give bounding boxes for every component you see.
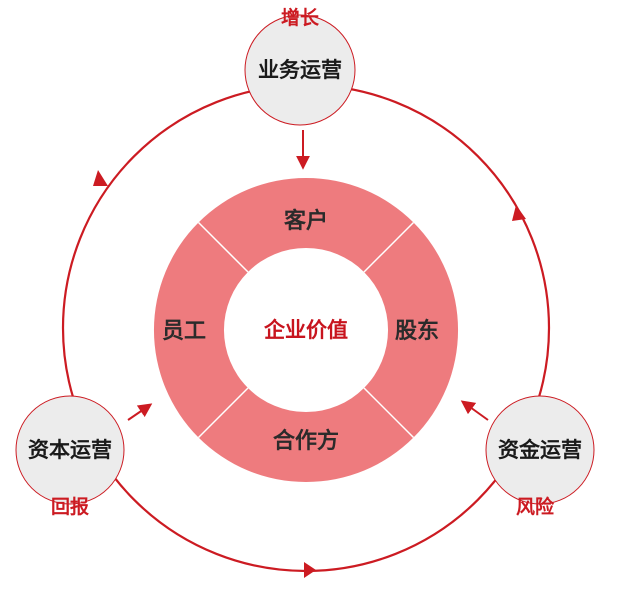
tag-return: 回报: [51, 495, 89, 518]
segment-label-shareholder: 股东: [395, 318, 439, 344]
ring-dividers: [197, 221, 415, 439]
node-fund-ops: [485, 395, 595, 505]
center-label: 企业价值: [263, 318, 348, 342]
cycle-arrow-right-icon: [512, 205, 526, 221]
arrow-fund-to-ring: [460, 400, 489, 421]
arrow-capital-to-ring: [127, 403, 153, 421]
node-business-ops-label: 业务运营: [258, 58, 342, 82]
cycle-arrow-left-icon: [93, 170, 108, 186]
center-disk: [226, 250, 386, 410]
node-capital-ops-label: 资本运营: [28, 438, 112, 462]
ring-segment-bottom: [198, 388, 414, 483]
node-business-ops: [244, 14, 356, 126]
segment-label-customer: 客户: [284, 208, 328, 234]
node-fund-ops-label: 资金运营: [498, 438, 582, 462]
segment-label-employee: 员工: [162, 319, 206, 344]
tag-growth: 增长: [281, 6, 320, 29]
ring-segment-right: [364, 222, 459, 438]
segment-label-partner: 合作方: [273, 428, 339, 454]
cycle-arrow-bottom-icon: [304, 562, 316, 578]
ring-segment-left: [153, 222, 248, 438]
tag-risk: 风险: [516, 495, 555, 518]
node-capital-ops: [15, 395, 125, 505]
ring-segment-top: [198, 177, 414, 272]
